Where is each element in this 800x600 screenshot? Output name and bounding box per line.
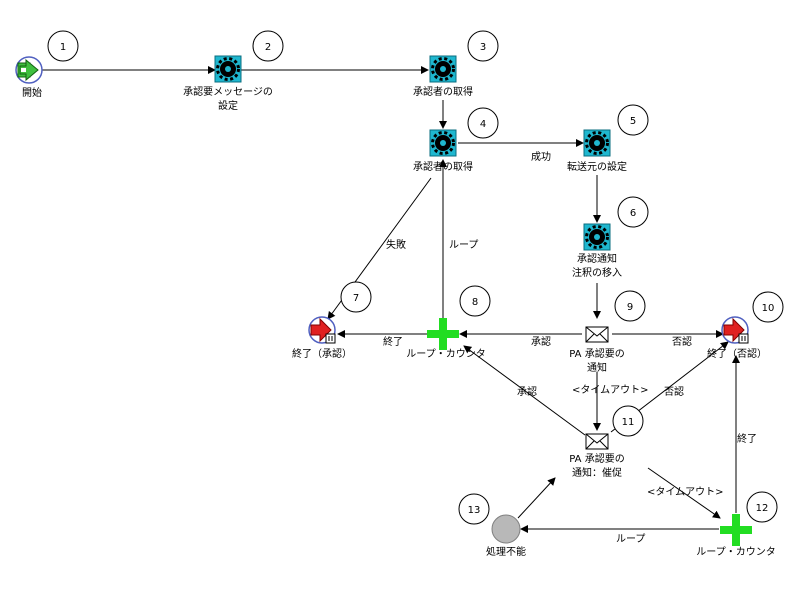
edge-11-8 bbox=[463, 345, 586, 436]
node-end-approved[interactable]: 終了（承認） bbox=[292, 316, 352, 360]
envelope-notification-icon bbox=[585, 433, 609, 450]
node-number-4: 4 bbox=[480, 119, 486, 130]
node-label-notify-reminder-line1: PA 承認要の bbox=[569, 452, 624, 465]
node-noop[interactable]: 処理不能 bbox=[486, 514, 526, 558]
node-number-10: 10 bbox=[762, 303, 775, 314]
node-number-7: 7 bbox=[353, 293, 359, 304]
node-number-5: 5 bbox=[630, 116, 636, 127]
edge-label-failure: 失敗 bbox=[386, 238, 406, 251]
node-number-1: 1 bbox=[60, 42, 66, 53]
node-number-13: 13 bbox=[468, 505, 481, 516]
node-label-end-approved: 終了（承認） bbox=[292, 347, 352, 360]
node-label-get-approver-1: 承認者の取得 bbox=[413, 85, 473, 98]
node-label-move-notes-line2: 注釈の移入 bbox=[572, 266, 622, 279]
edge-label-loop-up: ループ bbox=[449, 239, 478, 251]
loop-counter-icon bbox=[720, 514, 752, 546]
node-notify-reminder[interactable]: PA 承認要の 通知：催促 bbox=[569, 433, 625, 479]
node-label-start: 開始 bbox=[22, 86, 42, 99]
node-label-loop-counter-1: ループ・カウンタ bbox=[406, 348, 485, 360]
edge-label-success: 成功 bbox=[531, 151, 551, 163]
node-label-set-msg-line1: 承認要メッセージの bbox=[183, 85, 273, 98]
start-icon bbox=[15, 56, 43, 84]
edge-label-reject-11-10: 否認 bbox=[664, 385, 684, 398]
node-label-get-approver-2: 承認者の取得 bbox=[413, 160, 473, 173]
gear-function-icon bbox=[214, 55, 242, 83]
node-number-12: 12 bbox=[756, 503, 769, 514]
node-get-approver-1[interactable]: 承認者の取得 bbox=[413, 55, 473, 98]
edge-label-approve-11-8: 承認 bbox=[517, 385, 537, 398]
node-label-loop-counter-2: ループ・カウンタ bbox=[696, 546, 775, 558]
edges bbox=[40, 66, 740, 533]
edge-label-timeout-9-11: <タイムアウト> bbox=[572, 384, 649, 396]
end-icon bbox=[721, 316, 749, 344]
gear-function-icon bbox=[429, 129, 457, 157]
node-label-move-notes-line1: 承認通知 bbox=[577, 252, 617, 265]
node-move-notes[interactable]: 承認通知 注釈の移入 bbox=[572, 223, 622, 279]
loop-counter-icon bbox=[427, 318, 459, 350]
edge-label-approve-9-8: 承認 bbox=[531, 335, 551, 348]
node-label-set-msg-line2: 設定 bbox=[218, 99, 238, 112]
node-loop-counter-2[interactable]: ループ・カウンタ bbox=[696, 514, 776, 558]
end-icon bbox=[308, 316, 336, 344]
gear-function-icon bbox=[583, 223, 611, 251]
edge-label-reject-9-10: 否認 bbox=[672, 335, 692, 348]
node-number-2: 2 bbox=[265, 42, 271, 53]
node-notify-approval[interactable]: PA 承認要の 通知 bbox=[569, 326, 625, 374]
node-label-notify-approval-line1: PA 承認要の bbox=[569, 347, 624, 360]
edge-labels: 成功 失敗 ループ 終了 承認 否認 <タイムアウト> 承認 否認 <タイムアウ… bbox=[383, 151, 757, 545]
node-set-msg[interactable]: 承認要メッセージの 設定 bbox=[183, 55, 273, 112]
edge-11-12 bbox=[647, 467, 721, 519]
node-label-notify-reminder-line2: 通知：催促 bbox=[572, 466, 622, 479]
node-label-noop: 処理不能 bbox=[486, 545, 526, 558]
node-number-3: 3 bbox=[480, 42, 486, 53]
node-label-set-forward: 転送元の設定 bbox=[567, 160, 627, 173]
number-labels: 1 2 3 4 5 6 7 8 9 10 11 12 13 bbox=[60, 42, 775, 516]
node-set-forward[interactable]: 転送元の設定 bbox=[567, 129, 627, 173]
edge-label-timeout-11-12: <タイムアウト> bbox=[647, 486, 724, 498]
node-number-8: 8 bbox=[472, 297, 478, 308]
node-start[interactable]: 開始 bbox=[15, 56, 43, 99]
number-circles bbox=[47, 30, 784, 525]
edge-label-end-approved: 終了 bbox=[383, 335, 403, 348]
node-number-11: 11 bbox=[622, 417, 635, 428]
edge-13-11 bbox=[517, 477, 556, 519]
edge-label-end-12-10: 終了 bbox=[737, 432, 757, 445]
envelope-notification-icon bbox=[585, 326, 609, 343]
noop-circle-icon bbox=[491, 514, 521, 544]
node-loop-counter-1[interactable]: ループ・カウンタ bbox=[406, 318, 486, 360]
edge-label-loop-12-13: ループ bbox=[616, 533, 645, 545]
node-end-rejected[interactable]: 終了（否認） bbox=[707, 316, 767, 360]
gear-function-icon bbox=[583, 129, 611, 157]
gear-function-icon bbox=[429, 55, 457, 83]
node-get-approver-2[interactable]: 承認者の取得 bbox=[413, 129, 473, 173]
node-label-notify-approval-line2: 通知 bbox=[587, 361, 607, 374]
node-label-end-rejected: 終了（否認） bbox=[707, 347, 767, 360]
node-number-6: 6 bbox=[630, 208, 636, 219]
node-number-9: 9 bbox=[627, 302, 633, 313]
